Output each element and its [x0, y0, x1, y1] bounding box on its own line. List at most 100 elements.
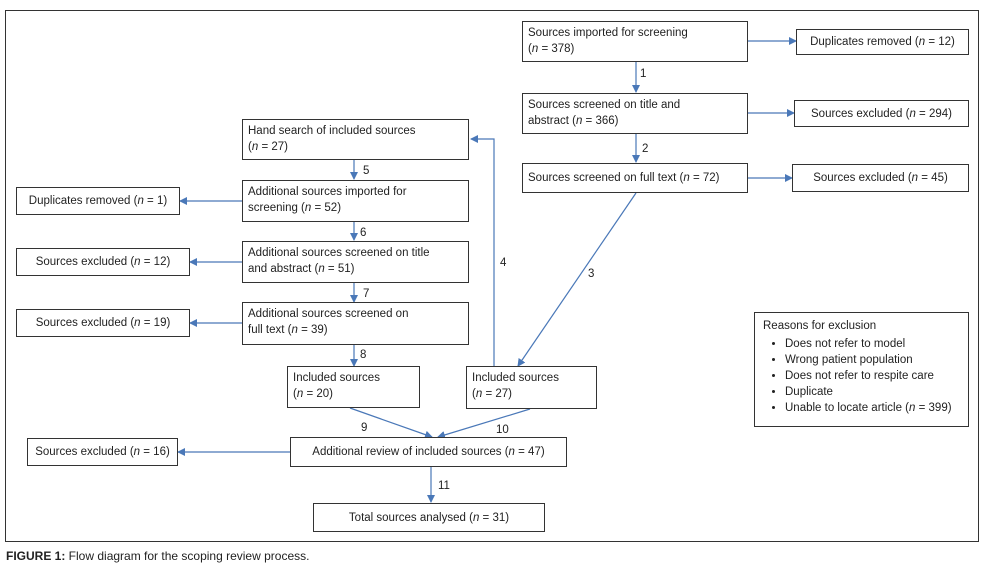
text: = 51): [324, 263, 355, 275]
box-line: full text (n = 39): [248, 322, 463, 338]
step-label-9: 9: [361, 422, 368, 434]
n-symbol: n: [296, 388, 304, 400]
text: = 20): [303, 388, 333, 400]
n-symbol: n: [475, 388, 483, 400]
text: = 47): [514, 446, 545, 458]
text: Additional review of included sources (: [312, 446, 509, 458]
text: Total sources analysed (: [348, 511, 473, 524]
n-symbol: n: [909, 107, 916, 120]
n-symbol: n: [575, 115, 583, 127]
n-symbol: n: [134, 317, 141, 329]
box-text: Total sources analysed (n = 31): [349, 510, 509, 526]
text: Sources excluded (: [35, 446, 134, 458]
text: Unable to locate article (: [785, 402, 910, 414]
box-total-analysed: Total sources analysed (n = 31): [313, 503, 545, 532]
box-additional-title-abstract: Additional sources screened on title and…: [242, 241, 469, 283]
box-line: Additional sources imported for: [248, 186, 407, 198]
n-symbol: n: [251, 141, 259, 153]
arrow-10: [437, 408, 531, 439]
text: = 19): [140, 317, 171, 329]
arrow-3: [517, 192, 637, 367]
box-line: Additional sources screened on: [248, 308, 409, 320]
text: and abstract (: [248, 263, 319, 275]
box-line: Included sources: [293, 372, 380, 384]
n-symbol: n: [291, 324, 298, 336]
text: (: [293, 388, 297, 400]
reasons-list: Does not refer to model Wrong patient po…: [763, 336, 960, 416]
text: = 31): [479, 511, 510, 524]
step-label-2: 2: [642, 143, 649, 155]
box-line: Included sources: [472, 372, 559, 384]
text: = 399): [915, 402, 952, 414]
n-symbol: n: [304, 202, 312, 214]
n-symbol: n: [508, 446, 515, 458]
text: Sources excluded (: [35, 317, 135, 329]
box-screened-full-text: Sources screened on full text (n = 72): [522, 163, 748, 193]
box-sources-imported: Sources imported for screening (n = 378): [522, 21, 748, 62]
box-text: Sources screened on full text (n = 72): [528, 170, 719, 186]
n-symbol: n: [909, 402, 916, 414]
reason-item: Does not refer to model: [785, 336, 960, 352]
box-sources-excluded-45: Sources excluded (n = 45): [792, 164, 969, 192]
box-text: Sources excluded (n = 45): [813, 170, 948, 186]
box-line: Additional sources screened on title: [248, 247, 430, 259]
text: abstract (: [528, 115, 576, 127]
box-line: Sources imported for screening: [528, 27, 688, 39]
step-label-11: 11: [438, 480, 450, 492]
box-included-20: Included sources (n = 20): [287, 366, 420, 408]
box-screened-title-abstract: Sources screened on title and abstract (…: [522, 93, 748, 134]
text: = 12): [140, 256, 171, 268]
n-symbol: n: [134, 256, 141, 268]
box-line: (n = 27): [472, 386, 591, 402]
diagram-frame: [5, 10, 979, 542]
box-additional-full-text: Additional sources screened on full text…: [242, 302, 469, 345]
reason-item: Unable to locate article (n = 399): [785, 400, 960, 416]
text: Sources excluded (: [811, 107, 910, 120]
text: screening (: [248, 202, 305, 214]
box-duplicates-removed-12: Duplicates removed (n = 12): [796, 29, 969, 55]
box-sources-excluded-16: Sources excluded (n = 16): [27, 438, 178, 466]
box-duplicates-removed-1: Duplicates removed (n = 1): [16, 187, 180, 215]
n-symbol: n: [918, 36, 926, 48]
reasons-title: Reasons for exclusion: [763, 320, 877, 332]
box-text: Sources excluded (n = 16): [35, 444, 170, 460]
box-sources-excluded-19: Sources excluded (n = 19): [16, 309, 190, 337]
arrow-9: [349, 407, 433, 439]
text: (: [248, 141, 252, 153]
box-line: screening (n = 52): [248, 200, 463, 216]
box-line: abstract (n = 366): [528, 113, 742, 129]
box-line: (n = 378): [528, 41, 742, 57]
box-line: (n = 27): [248, 139, 463, 155]
box-additional-imported: Additional sources imported for screenin…: [242, 180, 469, 222]
text: Sources excluded (: [35, 256, 135, 268]
figure-caption: FIGURE 1: Flow diagram for the scoping r…: [6, 549, 309, 563]
text: Sources excluded (: [813, 172, 912, 184]
reason-item: Does not refer to respite care: [785, 368, 960, 384]
n-symbol: n: [472, 511, 480, 524]
box-line: and abstract (n = 51): [248, 261, 463, 277]
text: Duplicates removed (: [28, 195, 138, 207]
n-symbol: n: [911, 172, 919, 184]
n-symbol: n: [683, 172, 690, 184]
box-text: Sources excluded (n = 294): [811, 106, 952, 122]
text: = 72): [689, 172, 720, 184]
step-label-6: 6: [360, 227, 367, 239]
reason-item: Duplicate: [785, 384, 960, 400]
box-additional-review: Additional review of included sources (n…: [290, 437, 567, 467]
text: = 378): [538, 43, 575, 55]
text: = 52): [311, 202, 342, 214]
text: = 1): [143, 195, 168, 207]
text: = 294): [915, 107, 952, 120]
reasons-for-exclusion-box: Reasons for exclusion Does not refer to …: [754, 312, 969, 427]
box-sources-excluded-294: Sources excluded (n = 294): [794, 100, 969, 127]
text: Duplicates removed (: [810, 36, 919, 48]
step-label-10: 10: [496, 424, 509, 436]
n-symbol: n: [318, 263, 325, 275]
text: full text (: [248, 324, 292, 336]
n-symbol: n: [531, 43, 539, 55]
text: Sources screened on full text (: [528, 172, 684, 184]
reason-item: Wrong patient population: [785, 352, 960, 368]
n-symbol: n: [137, 195, 144, 207]
arrow-4: [470, 135, 495, 366]
